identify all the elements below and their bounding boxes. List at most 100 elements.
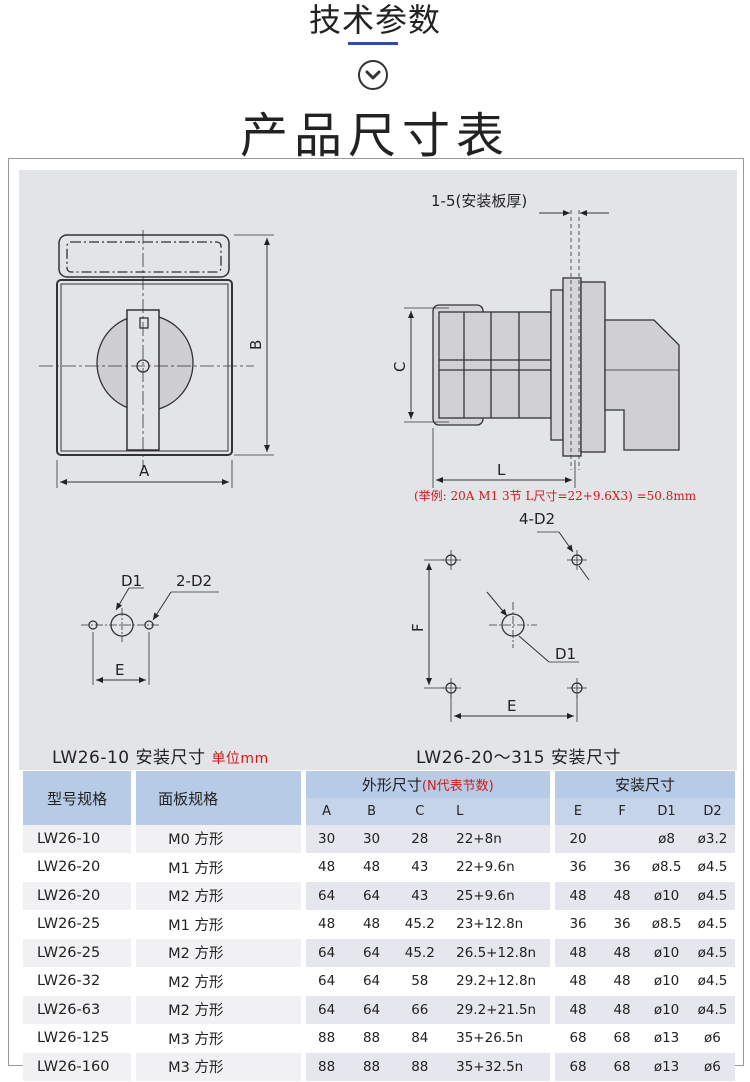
- cell-a: 64: [305, 996, 348, 1025]
- header-outer: 外形尺寸(N代表节数): [305, 771, 556, 798]
- dim-e-label-left: E: [115, 661, 124, 679]
- cell-panel: M2 方形: [136, 996, 306, 1025]
- subheader-d1: D1: [643, 798, 690, 825]
- cell-model: LW26-160: [23, 1053, 137, 1082]
- cell-f: 68: [600, 1053, 644, 1082]
- cell-d1: ø13: [643, 1024, 690, 1053]
- table-row: LW26-32 M2 方形 64 64 58 29.2+12.8n 48 48 …: [23, 967, 735, 996]
- cell-c: 66: [395, 996, 445, 1025]
- chevron-down-circle-icon: [358, 60, 388, 90]
- header-panel: 面板规格: [136, 771, 306, 825]
- cell-e: 48: [555, 882, 601, 911]
- cell-d2: ø6: [689, 1053, 735, 1082]
- example-note: (举例: 20A M1 3节 L尺寸=22+9.6X3) =50.8mm: [414, 489, 697, 503]
- cell-f: 48: [600, 882, 644, 911]
- caption-left-text: LW26-10 安装尺寸: [52, 748, 206, 768]
- cell-f: 48: [600, 967, 644, 996]
- subheader-l: L: [444, 798, 556, 825]
- cell-d1: ø8: [643, 825, 690, 854]
- cell-d1: ø10: [643, 882, 690, 911]
- cell-model: LW26-20: [23, 882, 137, 911]
- cell-b: 30: [347, 825, 396, 854]
- cell-c: 45.2: [395, 939, 445, 968]
- cell-d2: ø4.5: [689, 967, 735, 996]
- d1-label-right: D1: [555, 645, 576, 663]
- cell-c: 84: [395, 1024, 445, 1053]
- subheader-f: F: [600, 798, 644, 825]
- subheader-e: E: [555, 798, 601, 825]
- cell-a: 64: [305, 882, 348, 911]
- cell-l: 26.5+12.8n: [444, 939, 556, 968]
- cell-e: 36: [555, 910, 601, 939]
- dimension-table: 型号规格 面板规格 外形尺寸(N代表节数) 安装尺寸 A B C L E F D…: [23, 771, 735, 1082]
- cell-d2: ø4.5: [689, 853, 735, 882]
- title-underline: [348, 42, 398, 45]
- caption-unit: 单位mm: [211, 751, 269, 767]
- table-row: LW26-25 M2 方形 64 64 45.2 26.5+12.8n 48 4…: [23, 939, 735, 968]
- cell-f: 48: [600, 996, 644, 1025]
- cell-c: 58: [395, 967, 445, 996]
- cell-b: 64: [347, 939, 396, 968]
- cell-c: 88: [395, 1053, 445, 1082]
- cell-model: LW26-32: [23, 967, 137, 996]
- cell-e: 36: [555, 853, 601, 882]
- cell-model: LW26-10: [23, 825, 137, 854]
- cell-l: 23+12.8n: [444, 910, 556, 939]
- cell-model: LW26-63: [23, 996, 137, 1025]
- cell-b: 88: [347, 1024, 396, 1053]
- cell-a: 30: [305, 825, 348, 854]
- cell-f: [600, 825, 644, 854]
- subheader-d2: D2: [689, 798, 735, 825]
- cell-a: 64: [305, 939, 348, 968]
- cell-model: LW26-25: [23, 910, 137, 939]
- cell-c: 43: [395, 882, 445, 911]
- cell-a: 48: [305, 853, 348, 882]
- cell-b: 48: [347, 853, 396, 882]
- cell-d2: ø4.5: [689, 882, 735, 911]
- subheader-a: A: [305, 798, 348, 825]
- cell-panel: M0 方形: [136, 825, 306, 854]
- cell-f: 68: [600, 1024, 644, 1053]
- cell-panel: M2 方形: [136, 939, 306, 968]
- cell-d2: ø3.2: [689, 825, 735, 854]
- d2-label-right: 4-D2: [519, 510, 555, 528]
- cell-panel: M1 方形: [136, 853, 306, 882]
- cell-d1: ø10: [643, 939, 690, 968]
- cell-d1: ø13: [643, 1053, 690, 1082]
- cell-d1: ø10: [643, 967, 690, 996]
- cell-d1: ø10: [643, 996, 690, 1025]
- table-row: LW26-25 M1 方形 48 48 45.2 23+12.8n 36 36 …: [23, 910, 735, 939]
- cell-f: 48: [600, 939, 644, 968]
- cell-d1: ø8.5: [643, 910, 690, 939]
- cell-c: 45.2: [395, 910, 445, 939]
- table-row: LW26-125 M3 方形 88 88 84 35+26.5n 68 68 ø…: [23, 1024, 735, 1053]
- cell-f: 36: [600, 910, 644, 939]
- cell-d2: ø4.5: [689, 939, 735, 968]
- caption-lw26-20-315: LW26-20～315 安装尺寸: [416, 748, 621, 768]
- subheader-b: B: [347, 798, 396, 825]
- dimension-drawing: A B C L 1-5(安装板厚) D1 2-D2 E 4-D2 D1 F E: [39, 192, 680, 722]
- cell-l: 35+26.5n: [444, 1024, 556, 1053]
- cell-a: 88: [305, 1024, 348, 1053]
- cell-b: 64: [347, 996, 396, 1025]
- caption-lw26-10: LW26-10 安装尺寸 单位mm: [52, 743, 269, 768]
- cell-b: 64: [347, 882, 396, 911]
- cell-e: 68: [555, 1053, 601, 1082]
- cell-a: 64: [305, 967, 348, 996]
- section-title: 技术参数: [308, 1, 441, 39]
- header-mount: 安装尺寸: [555, 771, 735, 798]
- cell-l: 22+9.6n: [444, 853, 556, 882]
- cell-b: 64: [347, 967, 396, 996]
- cell-panel: M1 方形: [136, 910, 306, 939]
- dimension-drawing-panel: A B C L 1-5(安装板厚) D1 2-D2 E 4-D2 D1 F E: [19, 170, 737, 770]
- cell-d2: ø4.5: [689, 910, 735, 939]
- cell-a: 48: [305, 910, 348, 939]
- cell-l: 25+9.6n: [444, 882, 556, 911]
- dim-l-label: L: [497, 461, 506, 479]
- d2-label-left: 2-D2: [176, 572, 212, 590]
- dim-f-label: F: [409, 623, 427, 632]
- dim-b-label: B: [247, 340, 265, 350]
- cell-b: 48: [347, 910, 396, 939]
- cell-panel: M3 方形: [136, 1053, 306, 1082]
- header-outer-note: (N代表节数): [421, 779, 494, 794]
